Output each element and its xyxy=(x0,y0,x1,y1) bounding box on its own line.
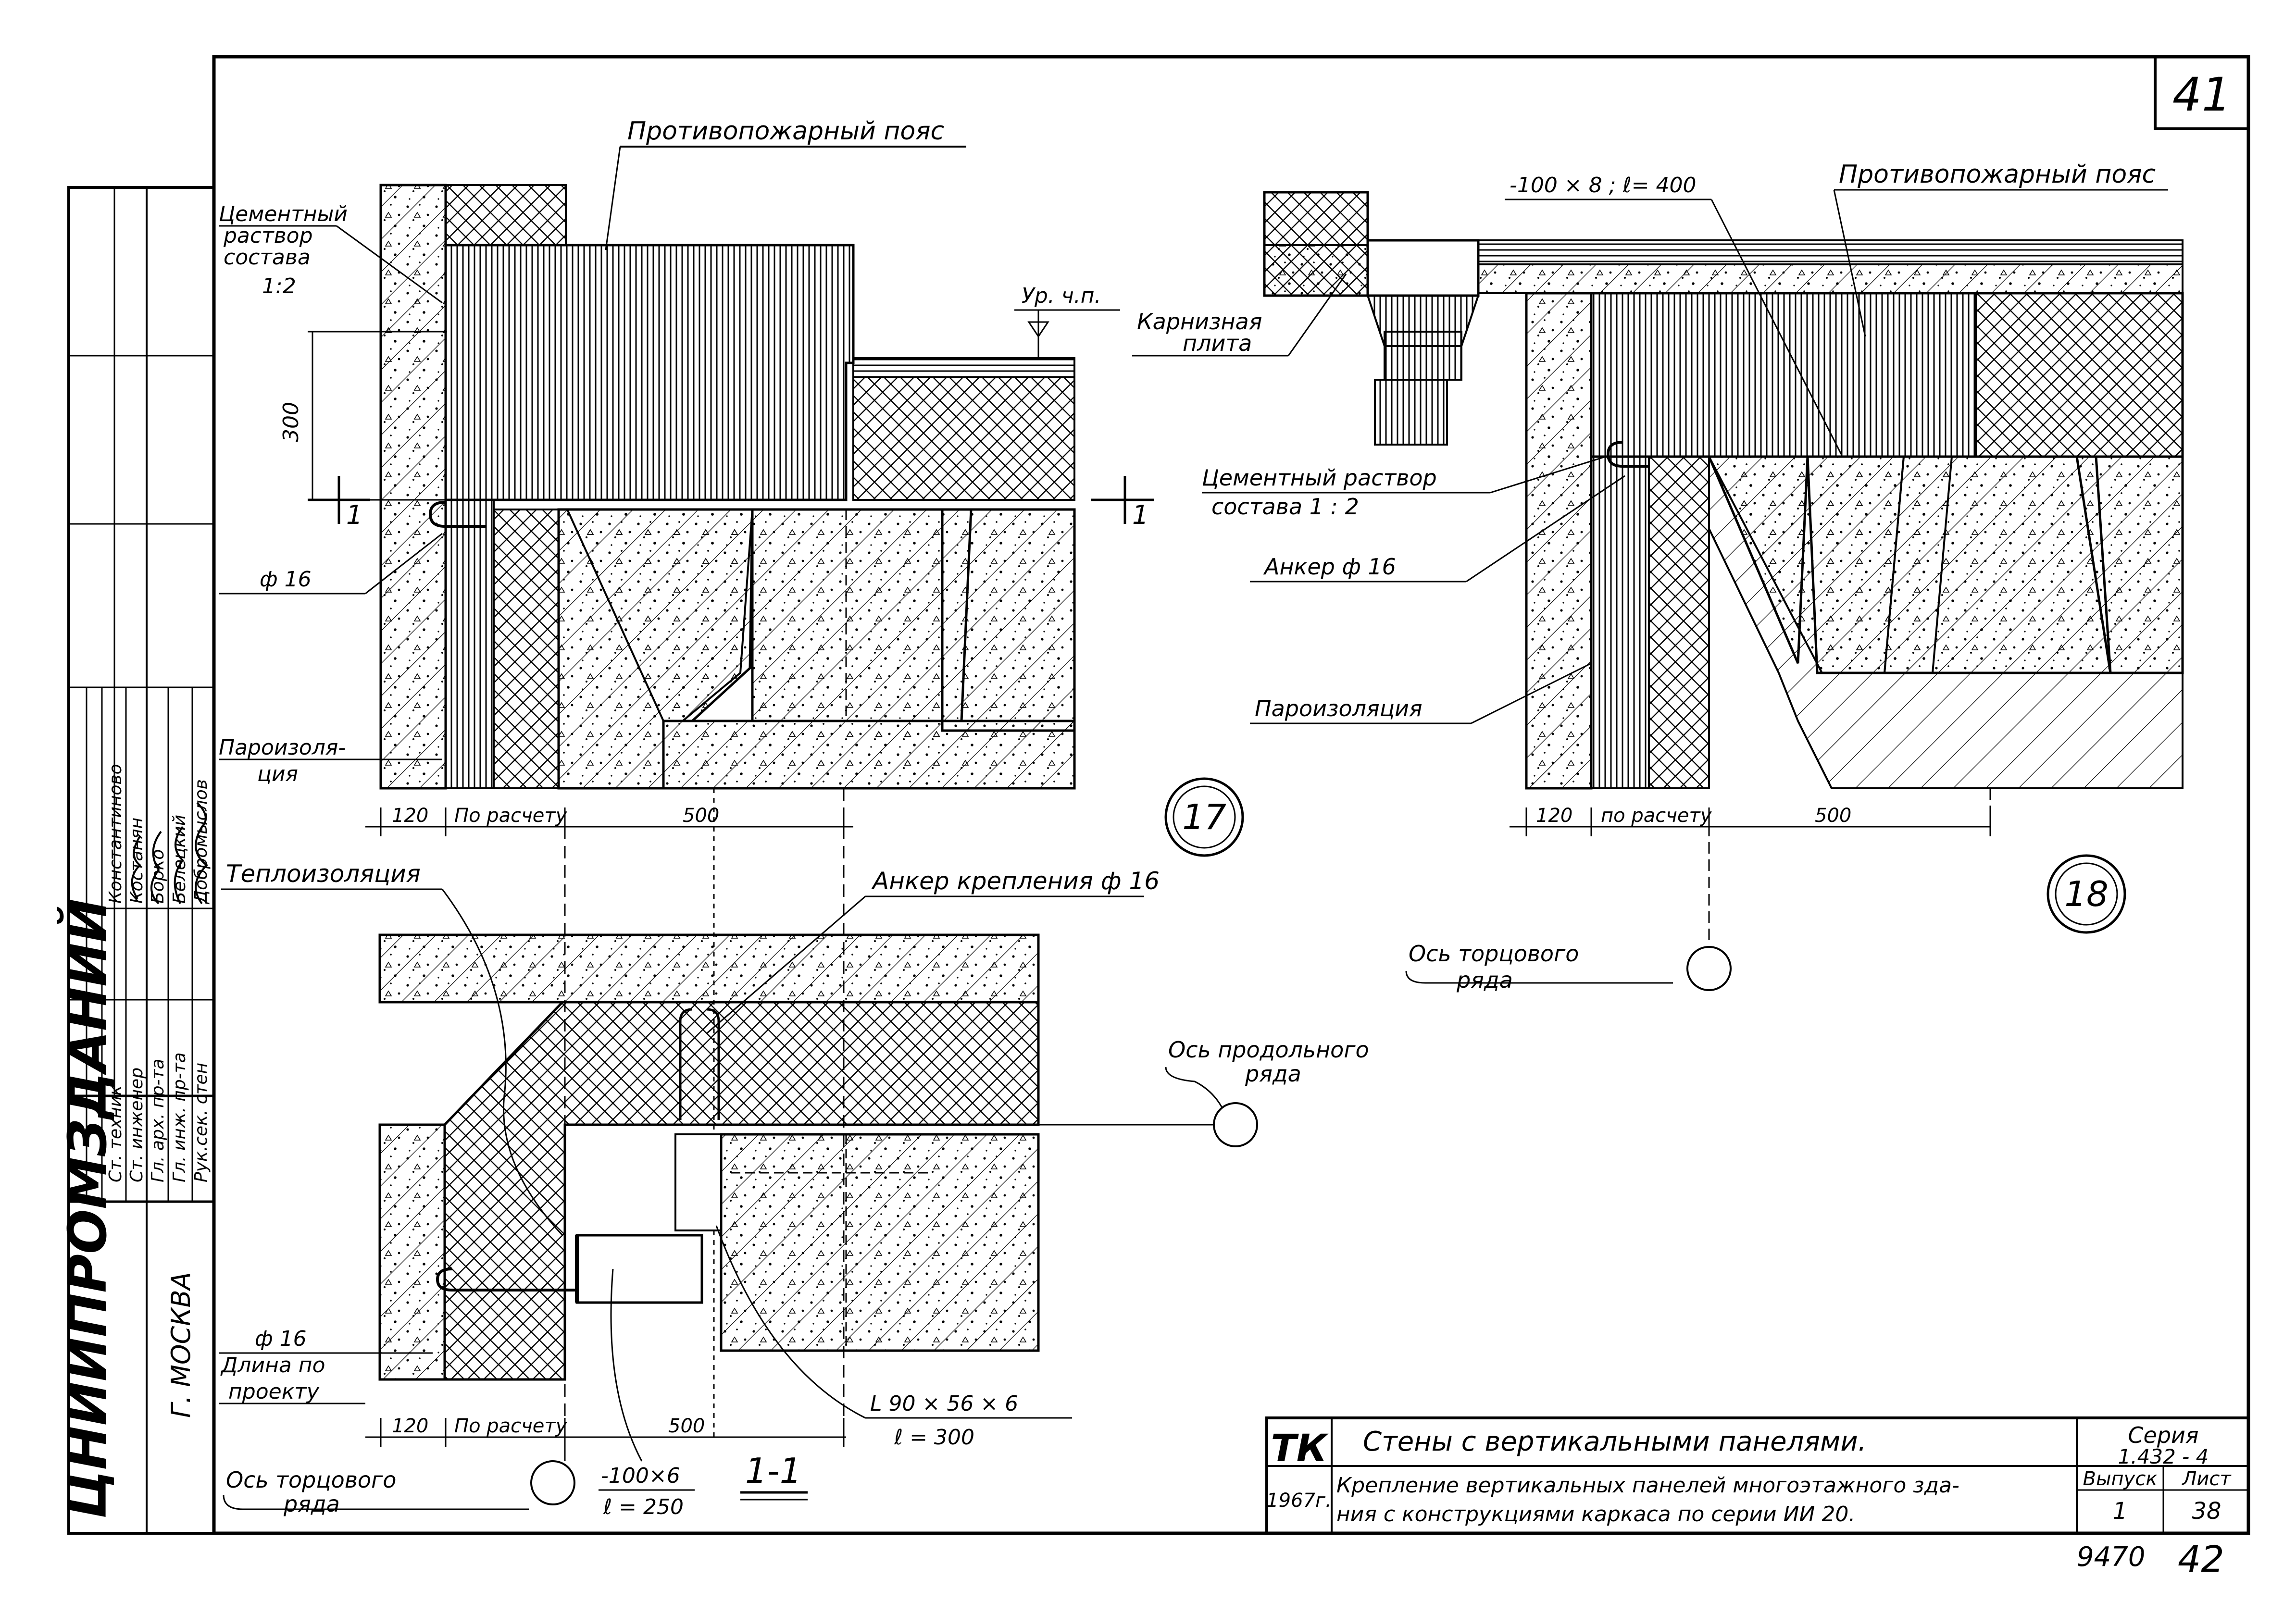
dim-calc: По расчету xyxy=(454,805,568,827)
level-label: Ур. ч.п. xyxy=(1022,284,1101,308)
title-block: ТК 1967г. Стены с вертикальными панелями… xyxy=(1265,1416,2250,1535)
dim-calc-11: По расчету xyxy=(454,1415,568,1437)
list-label: Лист xyxy=(2181,1468,2232,1490)
dim-120-18: 120 xyxy=(1536,805,1572,827)
length-label-2: проекту xyxy=(228,1379,320,1404)
fire-belt-label-18: Противопожарный пояс xyxy=(1839,160,2156,189)
vypusk-value: 1 xyxy=(2113,1498,2128,1525)
fire-belt-label: Противопожарный пояс xyxy=(627,117,944,146)
detail-marker-18-text: 18 xyxy=(2064,874,2109,914)
axis-long-label-2: ряда xyxy=(1245,1061,1301,1087)
dim-calc-18: по расчету xyxy=(1601,805,1712,827)
detail-18: -100 × 8 ; ℓ= 400 Противопожарный пояс К… xyxy=(1132,160,2184,993)
staff-role-5: Ст. техник xyxy=(106,1085,125,1182)
insulation-label: Теплоизоляция xyxy=(226,860,421,888)
staff-role-1: Рук.сек. стен xyxy=(191,1063,211,1182)
anchor-label-18: Анкер ф 16 xyxy=(1263,554,1396,580)
strip-label: -100 × 8 ; ℓ= 400 xyxy=(1510,173,1697,198)
staff-row-2: Гл. инж. пр-та Белецкий xyxy=(170,815,189,1182)
cut-mark-left: 1 xyxy=(346,500,362,530)
cut-mark-right: 1 xyxy=(1132,500,1148,530)
cornice-label-1: Карнизная xyxy=(1137,309,1262,335)
staff-name-3: Борко xyxy=(148,849,168,904)
vapor-label-1: Пароизоля- xyxy=(219,735,346,760)
plate-label-2: ℓ = 250 xyxy=(603,1495,684,1519)
dim-500-18: 500 xyxy=(1815,805,1851,827)
title-line-1: Стены с вертикальными панелями. xyxy=(1363,1426,1867,1457)
anchor-label-11: Анкер крепления ф 16 xyxy=(871,867,1160,895)
vapor-label-2: ция xyxy=(257,762,298,786)
axis-long-label-1: Ось продольного xyxy=(1168,1037,1369,1063)
sheet-number-box: 41 xyxy=(2154,55,2250,130)
title-line-2a: Крепление вертикальных панелей многоэтаж… xyxy=(1336,1473,1959,1498)
axis-end-label-11-2: ряда xyxy=(283,1491,340,1517)
staff-name-5: Константиново xyxy=(106,764,125,904)
bottom-number: 42 xyxy=(2178,1538,2224,1580)
cornice-label-2: плита xyxy=(1183,330,1252,356)
vypusk-label: Выпуск xyxy=(2083,1468,2158,1490)
signatures xyxy=(131,802,209,905)
section-1-1: Теплоизоляция Анкер крепления ф 16 Ось п… xyxy=(219,860,1369,1519)
staff-role-4: Ст. инженер xyxy=(127,1068,147,1182)
axis-end-label-18-2: ряда xyxy=(1456,967,1513,993)
seria-value: 1.432 - 4 xyxy=(2118,1445,2209,1468)
cement-label-4: 1:2 xyxy=(262,274,296,298)
cement-label-18-2: состава 1 : 2 xyxy=(1211,494,1359,520)
title-year: 1967г. xyxy=(1266,1490,1332,1512)
org-name: ЦНИИПРОМЗДАНИЙ xyxy=(56,898,118,1519)
angle-label-2: ℓ = 300 xyxy=(894,1425,974,1450)
dim-120: 120 xyxy=(392,805,428,827)
cement-label-1: Цементный xyxy=(219,202,348,226)
bottom-code: 9470 xyxy=(2077,1541,2146,1573)
list-value: 38 xyxy=(2192,1498,2221,1525)
dim-120-11: 120 xyxy=(392,1415,428,1437)
axis-end-label-11-1: Ось торцового xyxy=(226,1467,396,1493)
phi16-label-11: ф 16 xyxy=(255,1327,307,1351)
staff-name-2: Белецкий xyxy=(170,815,189,904)
section-title: 1-1 xyxy=(745,1451,802,1491)
staff-row-1: Рук.сек. стен Добромыслов xyxy=(191,779,211,1182)
cement-label-2: раствор xyxy=(223,224,313,248)
angle-label-1: L 90 × 56 × 6 xyxy=(870,1391,1018,1416)
detail-marker-17 xyxy=(1164,777,1244,857)
staff-row-5: Ст. техник Константиново xyxy=(106,764,125,1182)
axis-bubble-long xyxy=(1213,1102,1258,1147)
staff-role-2: Гл. инж. пр-та xyxy=(170,1052,189,1182)
dim-500: 500 xyxy=(683,805,719,827)
dim-500-11: 500 xyxy=(668,1415,705,1437)
seria-label: Серия xyxy=(2128,1422,2198,1448)
detail-marker-18 xyxy=(2046,854,2126,934)
staff-role-3: Гл. арх. пр-та xyxy=(148,1059,168,1182)
cement-label-3: состава xyxy=(224,245,311,270)
cement-label-18-1: Цементный раствор xyxy=(1202,465,1437,491)
vapor-label-18: Пароизоляция xyxy=(1255,695,1423,721)
title-line-2b: ния с конструкциями каркаса по серии ИИ … xyxy=(1336,1502,1855,1527)
sheet-frame xyxy=(67,55,2250,1535)
phi16-label: ф 16 xyxy=(260,567,312,592)
axis-end-label-18-1: Ось торцового xyxy=(1409,941,1579,967)
staff-row-3: Гл. арх. пр-та Борко xyxy=(148,849,168,1182)
axis-bubble-end-11 xyxy=(530,1460,575,1505)
plate-label-1: -100×6 xyxy=(601,1464,680,1488)
length-label-1: Длина по xyxy=(220,1353,325,1378)
tk-mark: ТК xyxy=(1271,1427,1329,1470)
detail-17: 1 1 Противопожарный пояс Цементный раств… xyxy=(219,117,1244,1437)
stamp-block: Рук.сек. стен Добромыслов Гл. инж. пр-та… xyxy=(56,187,214,1533)
sheet-number: 41 xyxy=(2172,68,2231,122)
axis-bubble-18 xyxy=(1686,946,1732,991)
staff-name-1: Добромыслов xyxy=(191,779,211,905)
org-city: Г. МОСКВА xyxy=(166,1272,196,1418)
dim-300: 300 xyxy=(279,402,303,442)
detail-marker-17-text: 17 xyxy=(1182,797,1226,837)
